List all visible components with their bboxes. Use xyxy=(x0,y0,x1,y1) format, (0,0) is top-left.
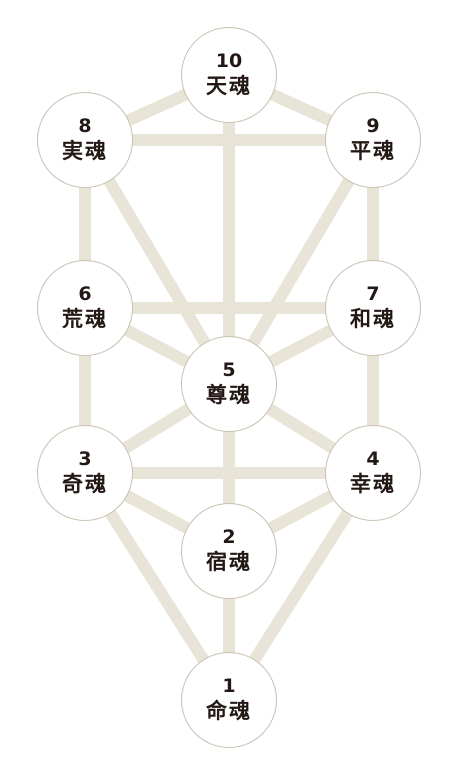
node-label: 奇魂 xyxy=(62,472,108,496)
node-7-nigimitama: 7 和魂 xyxy=(325,260,421,356)
node-label: 平魂 xyxy=(350,139,396,163)
node-number: 2 xyxy=(222,526,236,548)
node-label: 命魂 xyxy=(206,699,252,723)
node-label: 幸魂 xyxy=(350,472,396,496)
node-2-shukukon: 2 宿魂 xyxy=(181,503,277,599)
node-label: 和魂 xyxy=(350,307,396,331)
node-6-aramitama: 6 荒魂 xyxy=(37,260,133,356)
node-1-meikon: 1 命魂 xyxy=(181,652,277,748)
node-4-sakimitama: 4 幸魂 xyxy=(325,425,421,521)
node-number: 3 xyxy=(78,448,92,470)
node-number: 9 xyxy=(366,115,380,137)
node-8-jikkon: 8 実魂 xyxy=(37,92,133,188)
node-number: 10 xyxy=(215,50,243,72)
node-label: 天魂 xyxy=(206,74,252,98)
node-5-sonkon: 5 尊魂 xyxy=(181,336,277,432)
node-number: 8 xyxy=(78,115,92,137)
node-number: 4 xyxy=(366,448,380,470)
node-number: 1 xyxy=(222,675,236,697)
node-number: 7 xyxy=(366,283,380,305)
node-number: 6 xyxy=(78,283,92,305)
node-label: 尊魂 xyxy=(206,383,252,407)
node-label: 荒魂 xyxy=(62,307,108,331)
node-label: 実魂 xyxy=(62,139,108,163)
node-9-heikon: 9 平魂 xyxy=(325,92,421,188)
node-3-kushimitama: 3 奇魂 xyxy=(37,425,133,521)
node-10-tenkon: 10 天魂 xyxy=(181,27,277,123)
node-number: 5 xyxy=(222,359,236,381)
node-label: 宿魂 xyxy=(206,550,252,574)
